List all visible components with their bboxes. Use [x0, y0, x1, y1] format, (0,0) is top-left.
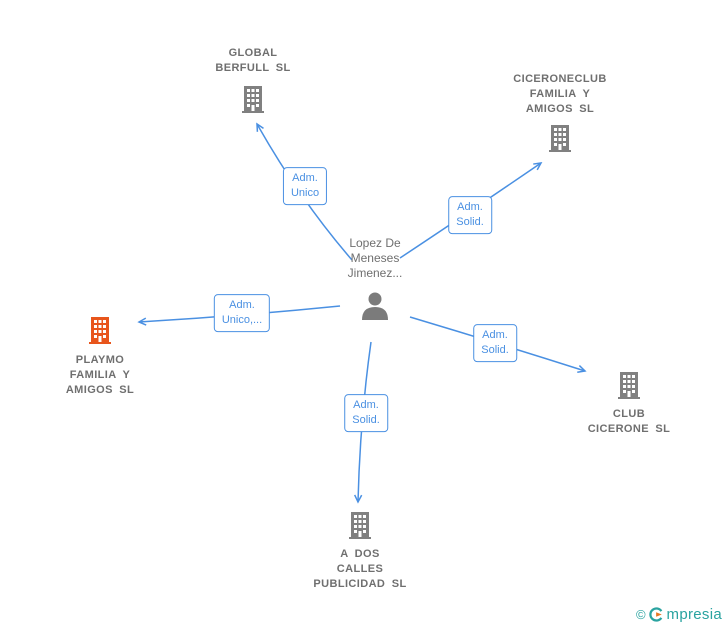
edge-label-adm-solid: Adm. Solid. [344, 394, 388, 432]
empresia-logo-link[interactable]: © mpresia [636, 606, 722, 623]
edge-label-adm-unico: Adm. Unico [282, 167, 328, 205]
person-icon [358, 289, 392, 323]
copyright-symbol: © [635, 607, 646, 622]
company-name: PLAYMO FAMILIA Y AMIGOS SL [65, 354, 135, 396]
building-icon [89, 317, 111, 344]
company-node-global-berfull[interactable]: GLOBAL BERFULL SL [193, 46, 313, 113]
company-name: CLUB CICERONE SL [587, 408, 671, 435]
building-icon [242, 85, 264, 113]
company-name: GLOBAL BERFULL SL [215, 47, 291, 74]
person-name: Lopez De Meneses Jimenez... [347, 236, 403, 280]
company-name: CICERONECLUB FAMILIA Y AMIGOS SL [513, 73, 607, 115]
brand-logo-icon [648, 607, 664, 622]
company-name: A DOS CALLES PUBLICIDAD SL [313, 548, 407, 590]
company-node-club-cicerone[interactable]: CLUB CICERONE SL [569, 372, 689, 437]
company-node-ciceroneclub[interactable]: CICERONECLUB FAMILIA Y AMIGOS SL [495, 72, 625, 152]
edge-label-adm-solid: Adm. Solid. [448, 196, 492, 234]
building-icon [349, 512, 371, 539]
edge-label-adm-solid: Adm. Solid. [473, 324, 517, 362]
building-icon [618, 372, 640, 399]
building-icon [549, 124, 571, 152]
company-node-a-dos-calles[interactable]: A DOS CALLES PUBLICIDAD SL [300, 512, 420, 592]
company-node-playmo[interactable]: PLAYMO FAMILIA Y AMIGOS SL [40, 317, 160, 398]
person-node-lopez-de-meneses[interactable]: Lopez De Meneses Jimenez... [325, 236, 425, 323]
brand-name: mpresia [666, 606, 722, 623]
edge-label-adm-unico-etc: Adm. Unico,... [213, 294, 271, 332]
